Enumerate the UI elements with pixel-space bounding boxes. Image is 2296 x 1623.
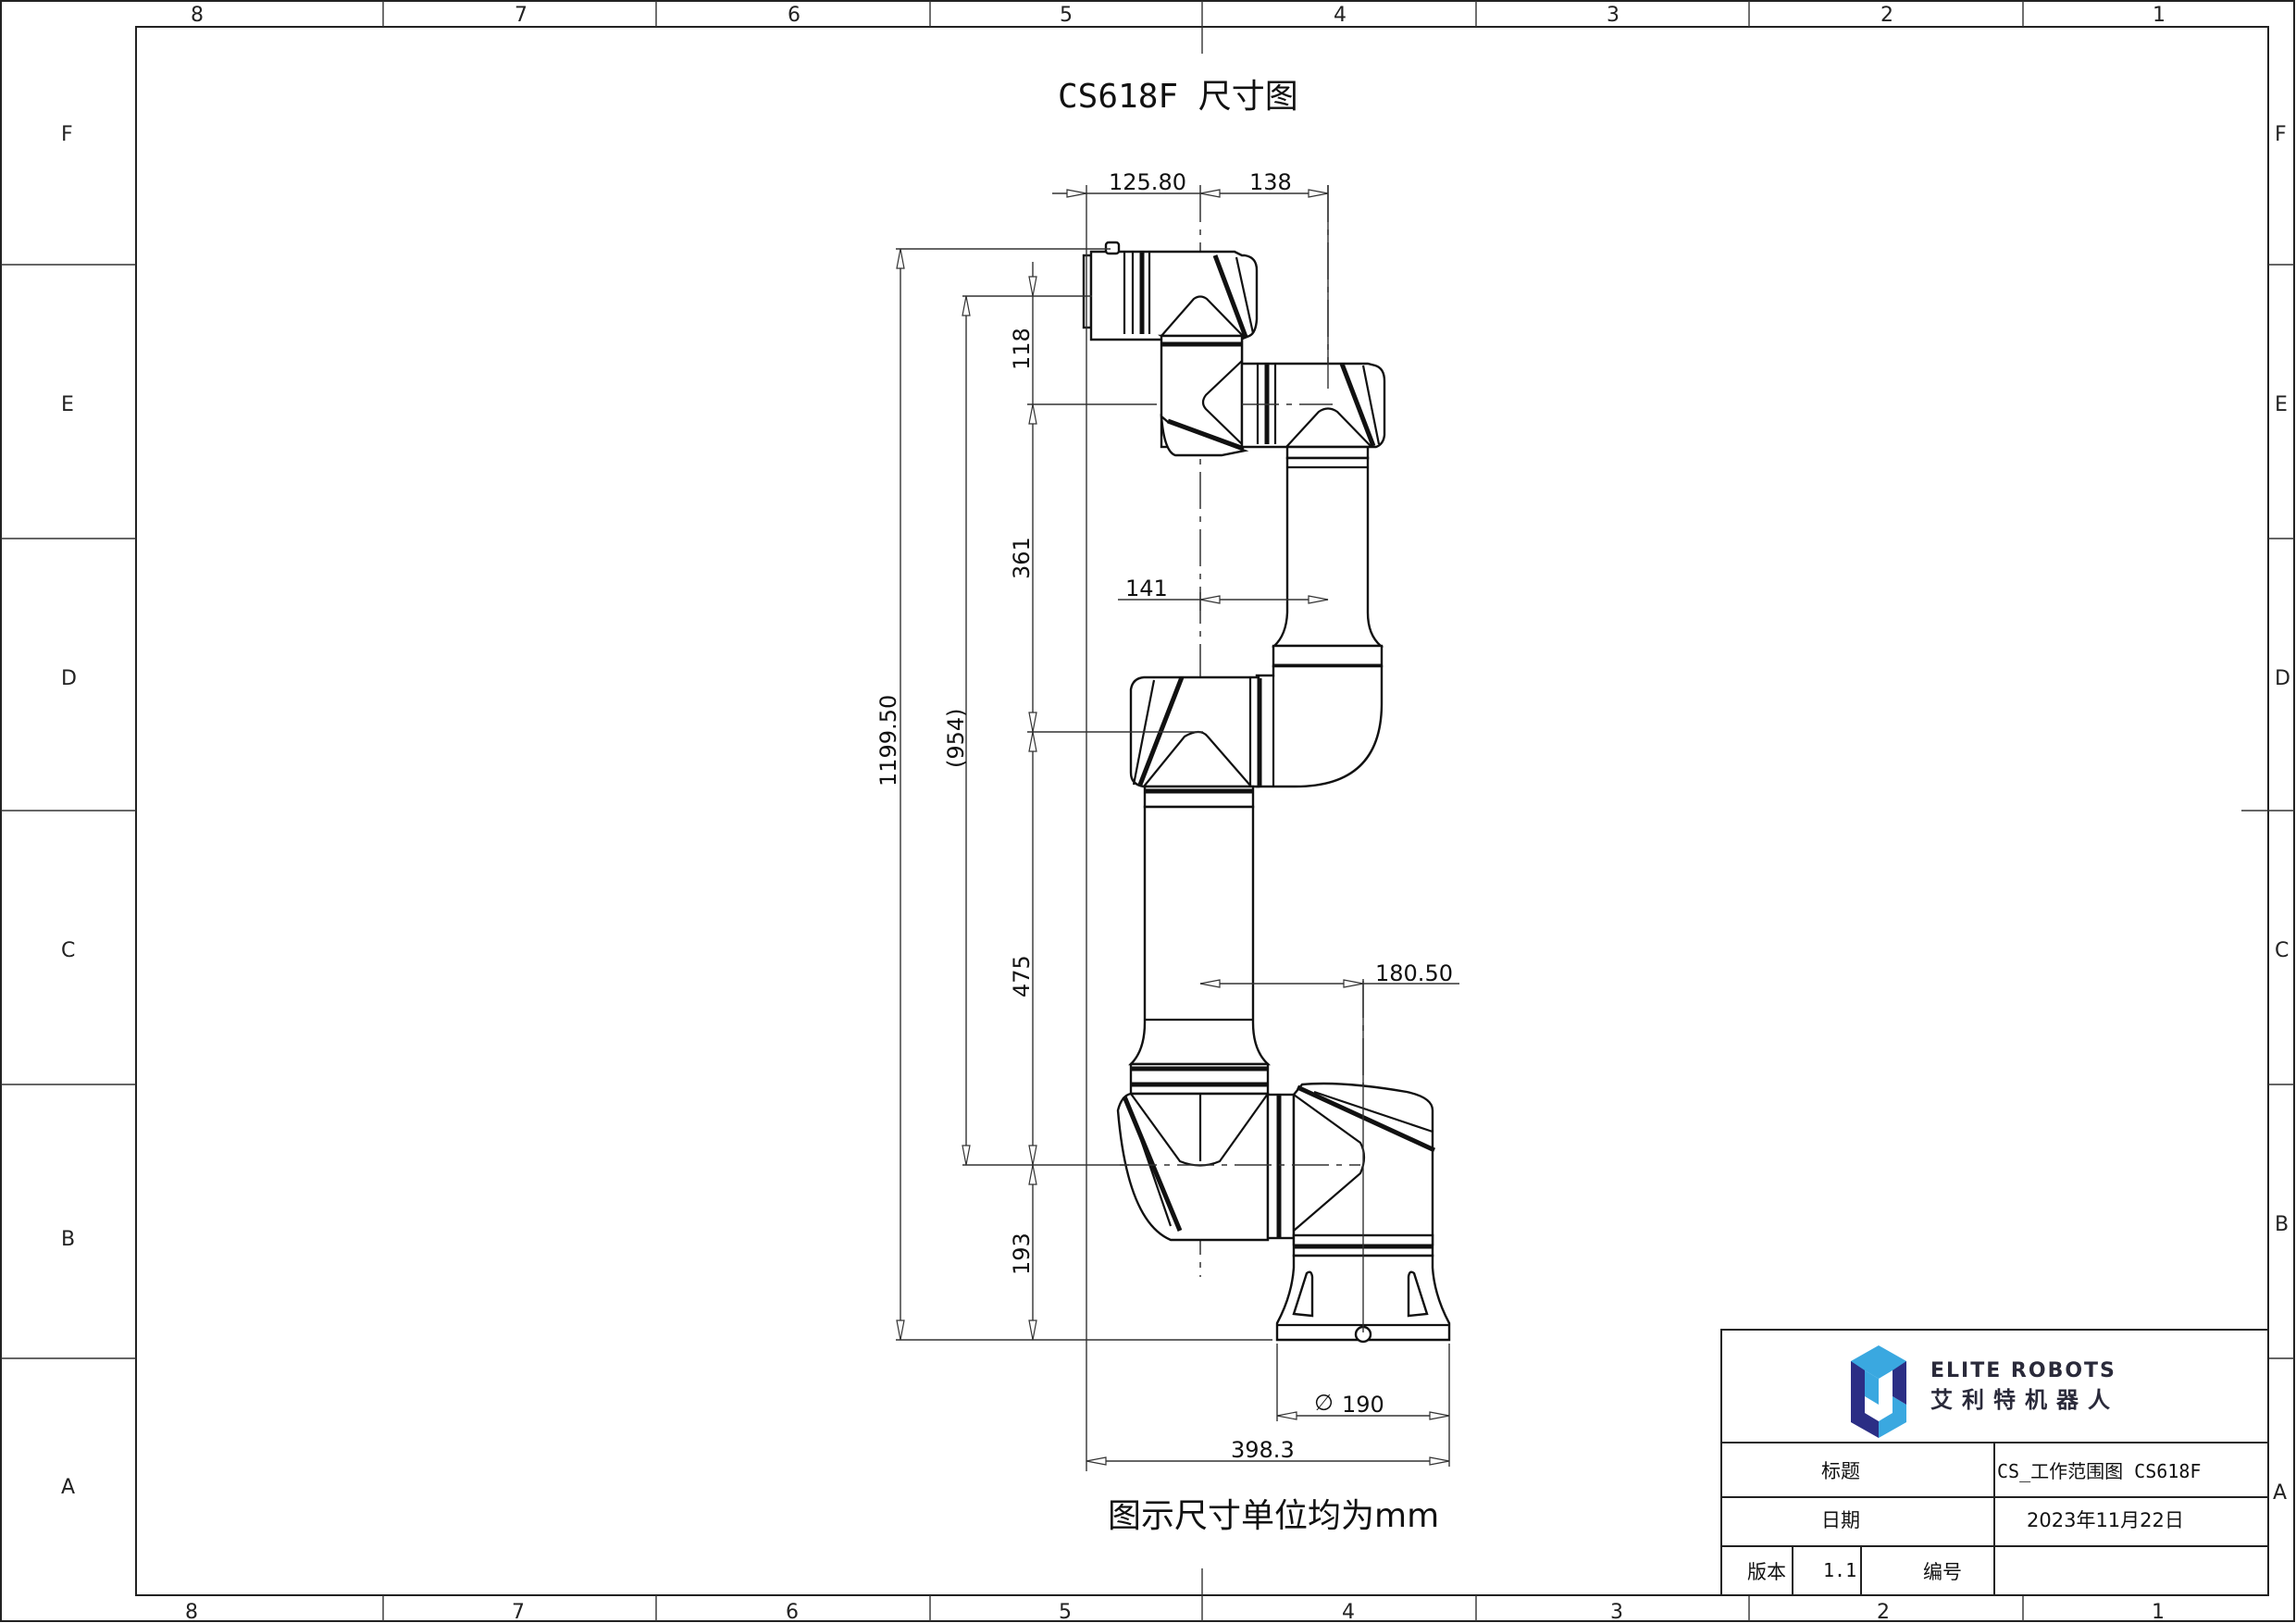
zone-col-label: 2 <box>1880 4 1893 27</box>
zone-row-label: E <box>61 393 74 416</box>
zone-row-label: D <box>61 667 77 690</box>
zone-col-label: 5 <box>1059 1601 1072 1623</box>
zone-row-label: A <box>61 1476 75 1499</box>
zone-col-label: 5 <box>1060 4 1073 27</box>
zone-col-label: 1 <box>2152 1601 2165 1623</box>
zone-column-labels-bottom: 8 7 6 5 4 3 2 1 <box>185 1601 2165 1623</box>
title-block: ELITE ROBOTS 艾利特机器人 标题 CS_工作范围图 CS618F 日… <box>1720 1329 2269 1596</box>
zone-row-label: C <box>61 939 75 962</box>
zone-col-label: 2 <box>1877 1601 1890 1623</box>
number-label: 编号 <box>1923 1561 1962 1583</box>
zone-col-label: 4 <box>1334 4 1347 27</box>
zone-col-label: 3 <box>1607 4 1620 27</box>
zone-col-label: 7 <box>515 4 527 27</box>
zone-row-label: C <box>2275 939 2289 962</box>
upper-arm-link <box>1128 805 1272 1096</box>
dim-segment-193: 193 <box>1009 1233 1035 1275</box>
dim-shoulder-offset: 180.50 <box>1375 960 1453 986</box>
dim-segment-361: 361 <box>1009 537 1035 579</box>
dim-segment-475: 475 <box>1009 955 1035 997</box>
zone-col-label: 6 <box>786 1601 799 1623</box>
wrist-1-joint <box>1240 362 1386 449</box>
zone-row-label: B <box>61 1228 75 1251</box>
zone-row-label: D <box>2275 667 2290 690</box>
zone-row-label: F <box>61 123 73 146</box>
zone-col-label: 8 <box>191 4 204 27</box>
title-value: CS_工作范围图 CS618F <box>1997 1460 2201 1482</box>
dim-reference-height: (954) <box>943 708 969 768</box>
date-label: 日期 <box>1821 1509 1860 1531</box>
zone-row-label: A <box>2273 1481 2287 1505</box>
version-label: 版本 <box>1747 1561 1786 1583</box>
forearm-link <box>1271 445 1384 669</box>
drawing-title: CS618F 尺寸图 <box>1058 78 1298 116</box>
elite-robots-logo-icon <box>1851 1345 1906 1438</box>
zone-row-labels-right: F E D C B A <box>2273 123 2290 1505</box>
zone-row-label: B <box>2275 1213 2289 1236</box>
zone-col-label: 3 <box>1610 1601 1623 1623</box>
zone-row-label: F <box>2275 123 2287 146</box>
zone-column-labels-top: 8 7 6 5 4 3 2 1 <box>191 4 2166 27</box>
dim-total-height: 1199.50 <box>875 695 901 787</box>
dim-elbow-offset: 141 <box>1125 576 1168 601</box>
zone-row-labels-left: F E D C B A <box>61 123 77 1499</box>
title-label: 标题 <box>1821 1460 1860 1482</box>
dim-diameter-symbol: ∅ <box>1314 1390 1334 1416</box>
wrist-3-joint <box>1082 241 1259 341</box>
zone-col-label: 8 <box>185 1601 198 1623</box>
zone-col-label: 1 <box>2153 4 2166 27</box>
brand-name-cn: 艾利特机器人 <box>1930 1387 2119 1413</box>
zone-col-label: 7 <box>512 1601 525 1623</box>
robot-arm-drawing <box>1082 185 1451 1344</box>
zone-col-label: 4 <box>1342 1601 1355 1623</box>
zone-col-label: 6 <box>788 4 800 27</box>
unit-note: 图示尺寸单位均为mm <box>1108 1497 1439 1535</box>
dimensions: 1199.50 (954) 118 361 475 193 125.80 138 <box>875 169 1459 1471</box>
dim-total-width: 398.3 <box>1231 1437 1295 1463</box>
date-value: 2023年11月22日 <box>2027 1509 2184 1531</box>
zone-row-label: E <box>2275 393 2288 416</box>
dim-base-diameter: 190 <box>1342 1392 1384 1418</box>
brand-name-en: ELITE ROBOTS <box>1930 1359 2116 1382</box>
dim-top-left-offset: 125.80 <box>1109 169 1186 195</box>
dim-segment-118: 118 <box>1009 328 1035 370</box>
dim-top-right-offset: 138 <box>1249 169 1292 195</box>
version-value: 1.1 <box>1823 1559 1856 1581</box>
elbow-joint <box>1129 664 1384 809</box>
shoulder-joint <box>1116 1082 1436 1246</box>
